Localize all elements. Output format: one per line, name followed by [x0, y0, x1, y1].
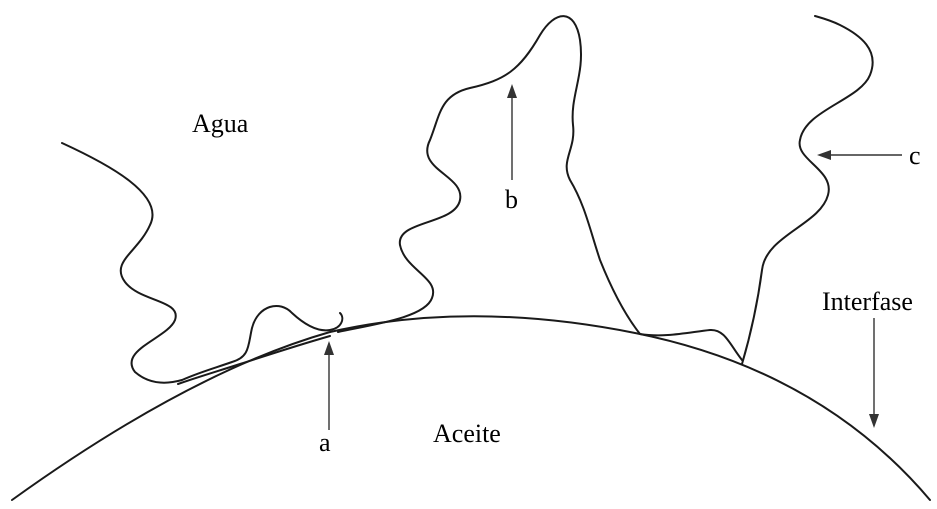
polymer-chain-middle	[338, 16, 640, 334]
label-a: a	[319, 428, 331, 457]
label-b: b	[505, 185, 518, 214]
arrowhead-b	[507, 84, 517, 98]
arrowhead-c	[817, 150, 831, 160]
polymer-chain-left	[62, 143, 342, 383]
label-c: c	[909, 141, 921, 170]
oil-water-interface-arc	[12, 316, 930, 500]
arrowhead-a	[324, 341, 334, 355]
polymer-train-left	[178, 336, 330, 384]
arrowhead-interface	[869, 414, 879, 428]
label-water: Agua	[192, 109, 249, 138]
label-oil: Aceite	[433, 419, 501, 448]
polymer-train-right	[640, 330, 742, 360]
label-interface: Interfase	[822, 287, 913, 316]
